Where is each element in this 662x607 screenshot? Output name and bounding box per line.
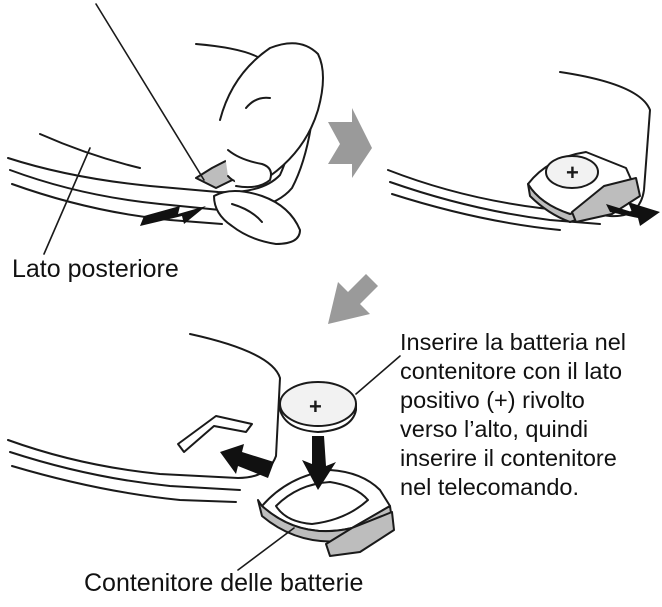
instruction-line-5: inserire il contenitore <box>400 445 617 471</box>
push-arrow-icon <box>140 206 206 226</box>
instruction-line-6: nel telecomando. <box>400 474 579 500</box>
back-side-leader-line <box>43 147 91 255</box>
plus-sign-battery: + <box>309 394 322 419</box>
battery-in-holder <box>545 155 599 189</box>
panel-holder-out <box>387 71 651 231</box>
hand-finger-crease <box>231 203 263 223</box>
instruction-line-4: verso l’alto, quindi <box>400 416 589 442</box>
instruction-leader-line <box>355 355 401 395</box>
label-instruction: Inserire la batteria nel contenitore con… <box>400 328 658 502</box>
step-arrow-icon-2 <box>328 274 378 324</box>
pointer-leader-line <box>95 3 205 181</box>
pull-arrow-icon <box>606 202 660 226</box>
panel-insert-battery <box>7 333 401 571</box>
label-battery-holder: Contenitore delle batterie <box>84 569 364 597</box>
remote-body-bottom-edge-3 <box>11 465 237 503</box>
instruction-line-1: Inserire la batteria nel <box>400 329 626 355</box>
battery-holder-grip <box>571 177 641 223</box>
remote-surface-line <box>39 133 141 169</box>
panel-remove-holder <box>7 3 324 255</box>
plus-sign-holder: + <box>566 160 579 185</box>
holder-leader-line <box>237 527 295 571</box>
down-arrow-icon <box>302 436 336 490</box>
hand-thumb-nail <box>245 96 271 109</box>
remote-body-inner-edge-3 <box>9 451 241 491</box>
coin-battery-edge <box>279 403 357 433</box>
hand-index-finger <box>227 149 272 189</box>
remote-body-outline-3 <box>7 333 281 479</box>
empty-holder-cutout <box>275 481 369 525</box>
insert-arrow-icon <box>220 444 274 478</box>
instruction-line-2: contenitore con il lato <box>400 358 623 384</box>
label-back-side: Lato posteriore <box>12 255 179 283</box>
empty-holder-grip <box>325 511 395 557</box>
step-arrow-icon <box>328 108 372 178</box>
instruction-line-3: positivo (+) rivolto <box>400 387 585 413</box>
battery-slot-opening <box>177 415 253 453</box>
remote-body-inner-edge-2 <box>389 181 601 225</box>
remote-body-bottom-edge-2 <box>391 193 561 231</box>
